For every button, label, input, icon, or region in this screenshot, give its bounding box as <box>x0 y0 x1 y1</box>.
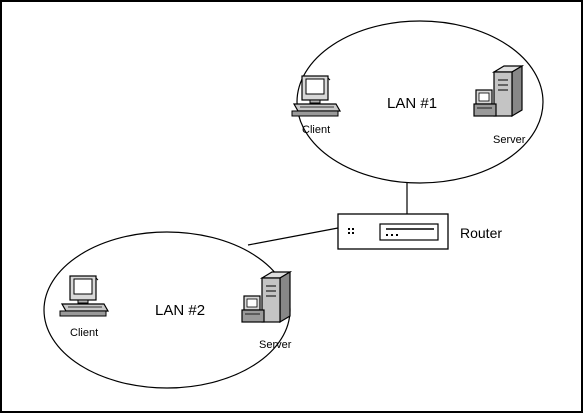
router-label: Router <box>460 225 502 241</box>
lan-1-server-icon <box>473 65 523 117</box>
lan-1-group: LAN #1 Client Server <box>291 20 544 184</box>
lan-1-ellipse <box>296 20 544 184</box>
lan-1-label: LAN #1 <box>387 95 437 112</box>
lan-2-router-link <box>247 227 339 246</box>
lan-2-server-icon <box>241 271 291 323</box>
router-group: Router <box>337 213 502 250</box>
lan-2-client-label: Client <box>70 327 98 339</box>
lan-1-client-label: Client <box>302 124 330 136</box>
lan-2-client-icon <box>59 275 109 317</box>
lan-2-group: LAN #2 Client Server <box>43 231 292 389</box>
lan-1-server-label: Server <box>493 134 526 146</box>
lan-2-server-label: Server <box>259 339 292 351</box>
lan-1-client-icon <box>291 75 341 117</box>
lan-2-label: LAN #2 <box>155 302 205 319</box>
